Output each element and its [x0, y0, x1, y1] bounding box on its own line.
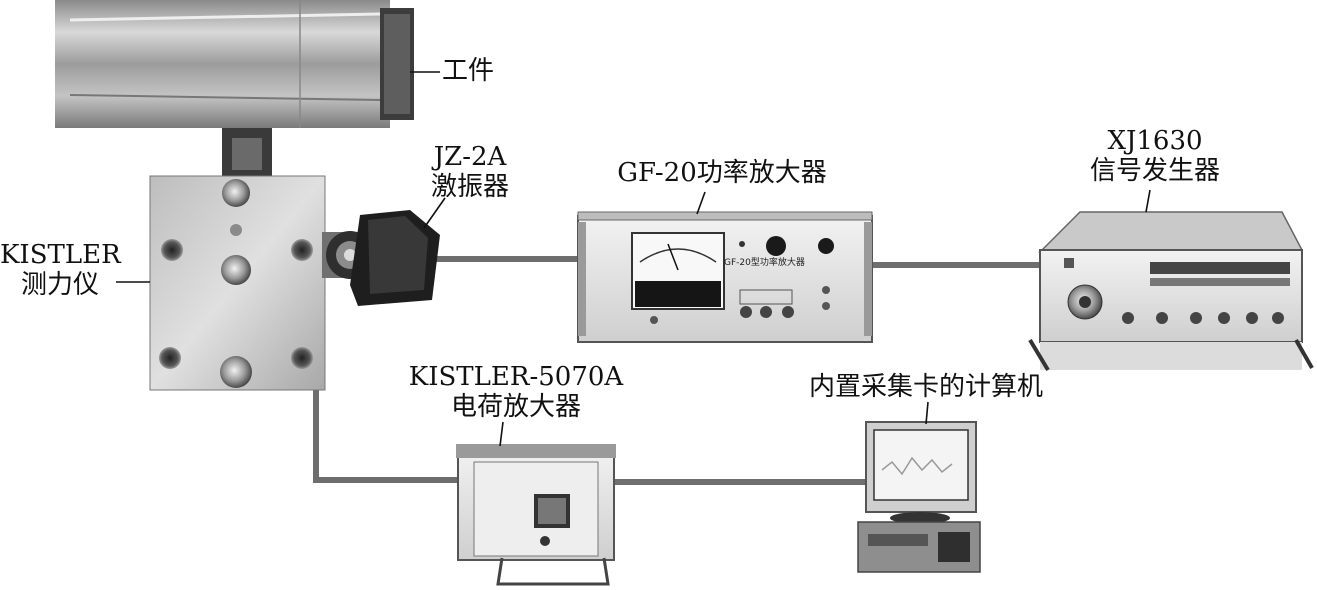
cables	[313, 256, 1040, 485]
power-amp-panel-text: GF-20型功率放大器	[724, 258, 805, 268]
label-charge-amplifier-line1: KISTLER-5070A	[408, 362, 624, 392]
label-charge-amplifier: KISTLER-5070A 电荷放大器	[396, 362, 636, 422]
power-amplifier-device	[577, 211, 873, 343]
label-exciter-line1: JZ-2A	[433, 142, 507, 172]
label-charge-amplifier-line2: 电荷放大器	[450, 392, 581, 422]
label-power-amplifier: GF-20功率放大器	[592, 158, 852, 188]
label-workpiece-text: 工件	[442, 56, 495, 86]
label-computer-text: 内置采集卡的计算机	[808, 372, 1043, 402]
label-power-amplifier-text: GF-20功率放大器	[617, 158, 827, 188]
power-amp-panel-text-value: GF-20型功率放大器	[724, 258, 805, 268]
cable-dynamometer-to-charge-amp	[313, 390, 458, 483]
label-workpiece: 工件	[442, 56, 494, 86]
leader-signal-generator	[1145, 189, 1151, 213]
label-exciter: JZ-2A 激振器	[410, 142, 530, 202]
label-exciter-line2: 激振器	[430, 172, 509, 202]
label-computer: 内置采集卡的计算机	[776, 372, 1076, 402]
label-dynamometer-line2: 测力仪	[20, 270, 99, 300]
label-signal-generator-line1: XJ1630	[1107, 126, 1203, 156]
leader-lines	[116, 71, 1151, 447]
computer-device	[857, 421, 981, 573]
leader-charge-amp	[499, 421, 504, 447]
signal-generator-device	[1028, 211, 1314, 372]
leader-computer	[925, 401, 929, 425]
workpiece-cylinder	[55, 0, 414, 128]
label-signal-generator-line2: 信号发生器	[1089, 156, 1220, 186]
clamp-bracket	[222, 128, 272, 180]
leader-power-amp	[696, 191, 706, 215]
dynamometer-block	[149, 175, 326, 391]
label-signal-generator: XJ1630 信号发生器	[1070, 126, 1240, 186]
leader-exciter	[423, 197, 446, 229]
label-dynamometer-line1: KISTLER	[0, 240, 121, 270]
charge-amplifier-device	[456, 444, 616, 586]
label-dynamometer: KISTLER 测力仪	[0, 240, 121, 300]
exciter-device	[322, 210, 440, 306]
